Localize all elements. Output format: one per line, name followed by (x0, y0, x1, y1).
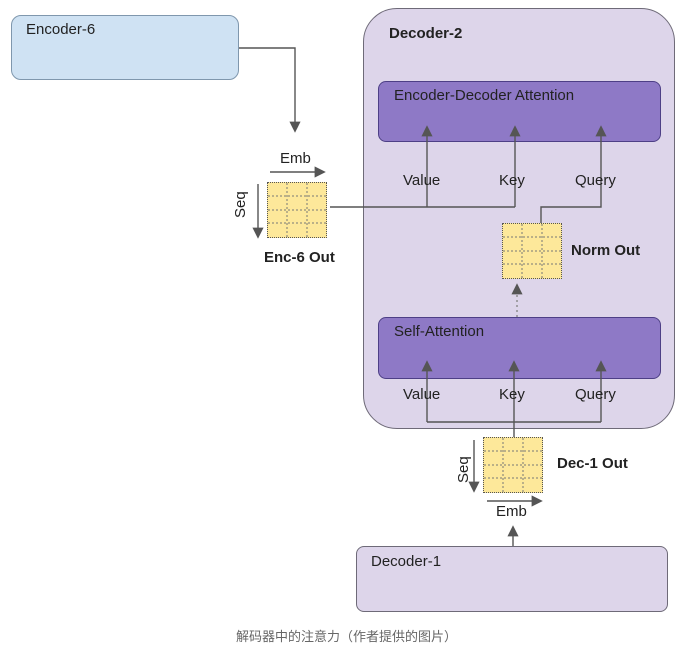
decoder-1-label: Decoder-1 (371, 553, 442, 570)
encoder-6-block: Encoder-6 (11, 15, 239, 80)
tensor-grid-lines (268, 183, 326, 237)
dec1-out-label: Dec-1 Out (557, 455, 628, 472)
emb-axis-label-bottom: Emb (496, 503, 527, 520)
encoder-6-label: Encoder-6 (26, 21, 96, 38)
value-input-label-bottom: Value (403, 386, 441, 403)
key-input-label-top: Key (499, 172, 525, 189)
query-input-label-bottom: Query (575, 386, 616, 403)
encoder-decoder-attention-label: Encoder-Decoder Attention (394, 87, 575, 104)
value-input-label-top: Value (403, 172, 441, 189)
decoder-1-block: Decoder-1 (356, 546, 668, 612)
key-input-label-bottom: Key (499, 386, 525, 403)
decoder-2-label: Decoder-2 (389, 25, 463, 42)
seq-axis-label-bottom: Seq (455, 456, 472, 483)
dec1-out-tensor (483, 437, 543, 493)
figure-caption: 解码器中的注意力（作者提供的图片） (235, 629, 457, 644)
enc6-out-label: Enc-6 Out (264, 249, 335, 266)
tensor-grid-lines (484, 438, 542, 492)
seq-axis-label-top: Seq (232, 191, 249, 218)
norm-out-tensor (502, 223, 562, 279)
self-attention-label: Self-Attention (394, 323, 485, 340)
norm-out-label: Norm Out (571, 242, 641, 259)
enc6-out-tensor (267, 182, 327, 238)
emb-axis-label-top: Emb (280, 150, 311, 167)
tensor-grid-lines (503, 224, 561, 278)
query-input-label-top: Query (575, 172, 616, 189)
